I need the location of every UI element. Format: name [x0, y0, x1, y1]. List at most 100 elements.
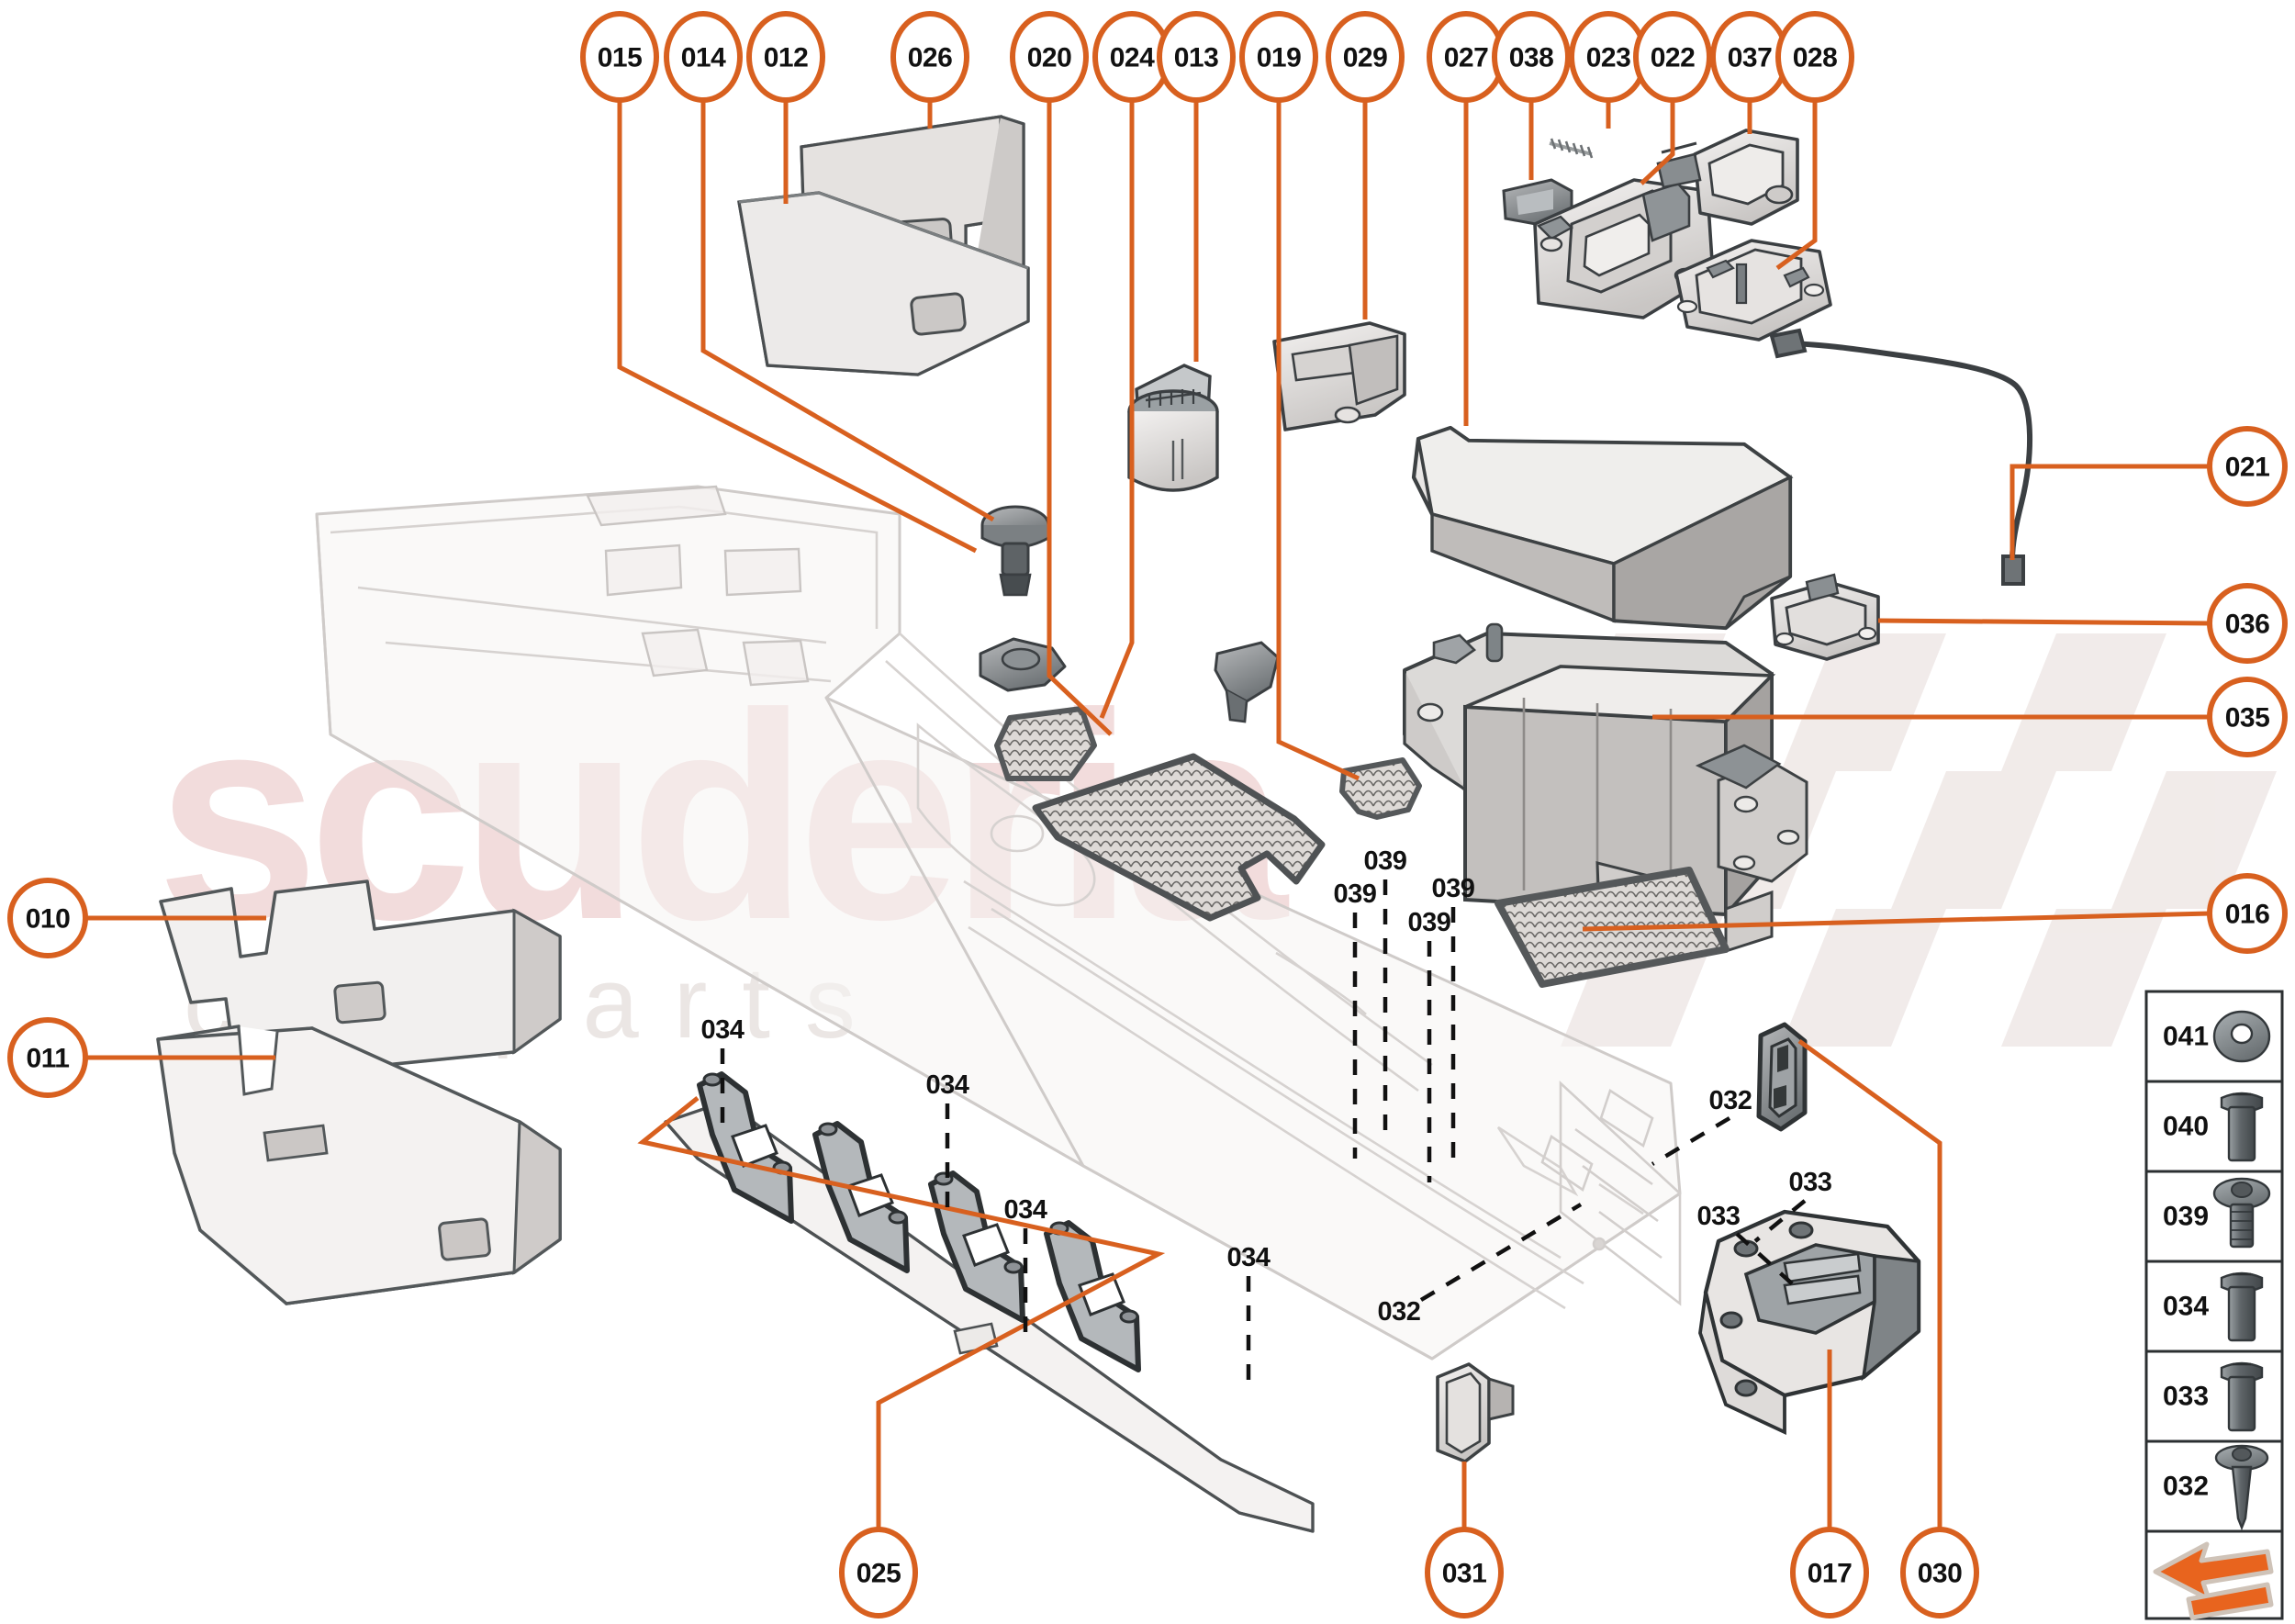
callout-026-label: 026: [908, 43, 953, 73]
callout-031[interactable]: 031: [1425, 1527, 1504, 1618]
callout-030-label: 030: [1918, 1559, 1963, 1589]
callout-038-label: 038: [1509, 43, 1554, 73]
dashed-label-039-a: 039: [1364, 846, 1407, 876]
callout-028-label: 028: [1793, 43, 1838, 73]
orange-arrow-icon: [2153, 1541, 2274, 1620]
callout-013[interactable]: 013: [1157, 11, 1236, 103]
callout-017-label: 017: [1808, 1559, 1853, 1589]
callout-022-label: 022: [1651, 43, 1696, 73]
dashed-label-034-a: 034: [701, 1015, 744, 1045]
callout-025[interactable]: 025: [839, 1527, 918, 1618]
callout-013-label: 013: [1174, 43, 1219, 73]
callout-021[interactable]: 021: [2207, 426, 2288, 507]
legend-row-040[interactable]: 040: [2163, 1092, 2264, 1162]
dashed-label-033-b: 033: [1789, 1168, 1832, 1197]
part-015-trim-panel-small: [979, 637, 1067, 692]
part-014-trim-panel-socket: [980, 505, 1050, 597]
dashed-label-034-b: 034: [926, 1070, 969, 1100]
callout-027-label: 027: [1444, 43, 1489, 73]
part-011-insulation-panel-lower: [156, 1025, 562, 1305]
callout-014-label: 014: [681, 43, 726, 73]
callout-011[interactable]: 011: [7, 1017, 88, 1098]
part-036-hinge-bracket: [1770, 573, 1880, 661]
callout-019[interactable]: 019: [1239, 11, 1318, 103]
callout-015-label: 015: [598, 43, 643, 73]
part-029-housing-bracket: [1272, 321, 1406, 431]
callout-017[interactable]: 017: [1790, 1527, 1869, 1618]
callout-031-label: 031: [1442, 1559, 1487, 1589]
part-035-storage-bin: [1403, 622, 1808, 954]
legend-label-041: 041: [2163, 1022, 2209, 1052]
legend-row-041[interactable]: 041: [2163, 1010, 2271, 1063]
callout-035[interactable]: 035: [2207, 677, 2288, 757]
callout-030[interactable]: 030: [1900, 1527, 1979, 1618]
washer-icon: [2212, 1010, 2271, 1063]
callout-020[interactable]: 020: [1010, 11, 1089, 103]
dashed-label-039-b: 039: [1334, 879, 1377, 909]
part-031-end-cap: [1436, 1362, 1515, 1463]
dashed-label-034-d: 034: [1227, 1243, 1271, 1272]
callout-037[interactable]: 037: [1710, 11, 1789, 103]
callout-015[interactable]: 015: [580, 11, 659, 103]
callout-036[interactable]: 036: [2207, 583, 2288, 664]
callout-012[interactable]: 012: [746, 11, 825, 103]
part-023-spring: [1549, 138, 1594, 159]
torx-screw-icon: [2212, 1177, 2271, 1249]
legend-row-039[interactable]: 039: [2163, 1177, 2271, 1249]
legend-label-032: 032: [2163, 1472, 2209, 1502]
callout-020-label: 020: [1027, 43, 1072, 73]
dashed-label-033-a: 033: [1697, 1202, 1741, 1231]
legend-row-034[interactable]: 034: [2163, 1271, 2264, 1342]
callout-016-label: 016: [2225, 900, 2270, 930]
legend-row-032[interactable]: 032: [2163, 1444, 2269, 1531]
callout-023-label: 023: [1586, 43, 1631, 73]
callout-010[interactable]: 010: [7, 878, 88, 958]
legend-label-039: 039: [2163, 1202, 2209, 1232]
part-037-latch-module: [1656, 129, 1799, 226]
callout-011-label: 011: [27, 1044, 70, 1074]
part-012-side-trim-panel-left: [737, 191, 1030, 376]
part-027-armrest-lid: [1411, 425, 1794, 631]
callout-035-label: 035: [2225, 703, 2270, 734]
callout-016[interactable]: 016: [2207, 873, 2288, 954]
bolt-flange-icon: [2220, 1361, 2264, 1432]
callout-022[interactable]: 022: [1633, 11, 1712, 103]
legend-row-arrow[interactable]: [2153, 1541, 2274, 1620]
legend-row-033[interactable]: 033: [2163, 1361, 2264, 1432]
callout-014[interactable]: 014: [664, 11, 743, 103]
callout-029[interactable]: 029: [1326, 11, 1405, 103]
callout-024[interactable]: 024: [1092, 11, 1171, 103]
bolt-flange-icon: [2220, 1092, 2264, 1162]
callout-029-label: 029: [1343, 43, 1388, 73]
callout-021-label: 021: [2225, 453, 2270, 483]
legend-label-040: 040: [2163, 1112, 2209, 1142]
callout-027[interactable]: 027: [1427, 11, 1506, 103]
callout-023[interactable]: 023: [1569, 11, 1648, 103]
part-021-cable-harness: [1769, 328, 2032, 586]
part-019-mesh-patch: [1339, 757, 1422, 820]
dashed-label-032-a: 032: [1378, 1297, 1421, 1327]
callout-026[interactable]: 026: [890, 11, 969, 103]
dashed-label-039-d: 039: [1408, 908, 1451, 937]
callout-038[interactable]: 038: [1492, 11, 1571, 103]
callout-025-label: 025: [856, 1559, 901, 1589]
callout-012-label: 012: [764, 43, 809, 73]
dashed-label-032-b: 032: [1709, 1086, 1752, 1115]
part-020-rubber-mat-large: [1032, 753, 1326, 922]
part-022-console-frame-module: [1533, 178, 1715, 319]
callout-028[interactable]: 028: [1775, 11, 1854, 103]
legend-label-034: 034: [2163, 1292, 2209, 1322]
callout-019-label: 019: [1257, 43, 1302, 73]
part-030-cover-clip: [1756, 1022, 1808, 1132]
part-019-bracket-small: [1214, 641, 1280, 723]
dashed-label-034-c: 034: [1004, 1195, 1047, 1225]
part-028-electronics-plate: [1674, 239, 1832, 342]
callout-037-label: 037: [1728, 43, 1773, 73]
callout-024-label: 024: [1110, 43, 1155, 73]
